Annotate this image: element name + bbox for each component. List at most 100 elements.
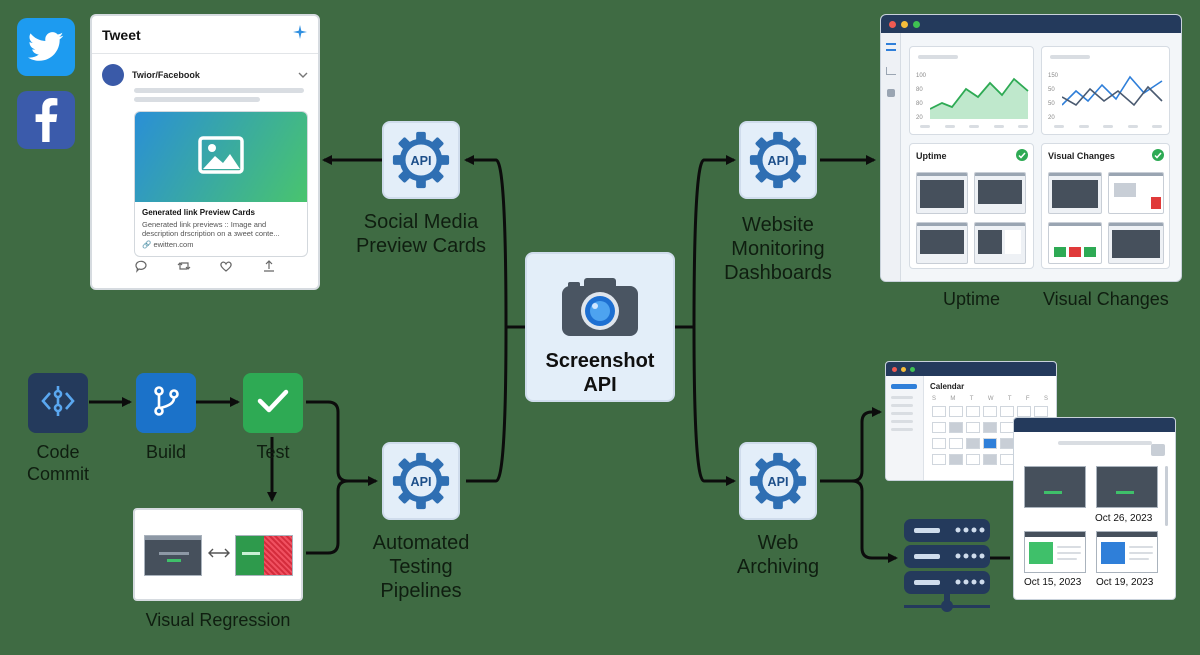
calendar-day-cell[interactable] [949, 422, 963, 433]
calendar-day-cell[interactable] [949, 454, 963, 465]
preview-title: Generated link Preview Cards [142, 208, 255, 217]
archive-scrollbar[interactable] [1165, 466, 1168, 526]
api-node-testing[interactable]: API [382, 442, 460, 520]
maximize-dot-icon[interactable] [910, 366, 915, 372]
label-line: Social Media [363, 211, 479, 233]
visual-regression-panel [133, 508, 303, 601]
link-icon: 🔗 [142, 240, 152, 249]
snapshot-date: Oct 15, 2023 [1024, 577, 1082, 588]
tweet-action-bar [92, 259, 318, 278]
label-line: Archiving [736, 556, 820, 578]
label-line: Testing [389, 556, 453, 578]
calendar-day-cell[interactable] [983, 438, 997, 449]
calendar-day-cell[interactable] [932, 422, 946, 433]
calendar-day-cell[interactable] [1000, 438, 1014, 449]
calendar-day-cell[interactable] [966, 454, 980, 465]
weekday: T [1007, 396, 1012, 402]
y-tick: 80 [916, 101, 923, 107]
tweet-header-title: Tweet [102, 26, 141, 43]
calendar-day-cell[interactable] [949, 438, 963, 449]
settings-icon[interactable] [887, 89, 895, 97]
tweet-account-name: Twior/Facebook [132, 70, 200, 80]
close-dot-icon[interactable] [892, 366, 897, 372]
reply-icon[interactable] [134, 259, 148, 278]
calendar-day-cell[interactable] [932, 454, 946, 465]
snapshot-date: Oct 19, 2023 [1096, 577, 1154, 588]
checkmark-icon [255, 386, 291, 421]
calendar-title: Calendar [930, 382, 965, 391]
build-step[interactable] [136, 373, 196, 433]
preview-link-text: ewitten.com [153, 240, 194, 249]
calendar-day-cell[interactable] [949, 406, 963, 417]
label-line: Monitoring [731, 238, 825, 260]
screenshot-api-hub[interactable]: Screenshot API [525, 252, 675, 402]
label-line: Web [757, 532, 799, 554]
calendar-day-cell[interactable] [1000, 406, 1014, 417]
y-tick: 20 [1048, 115, 1055, 121]
label-line: Preview Cards [355, 235, 487, 257]
y-tick: 150 [1048, 73, 1059, 79]
text-placeholder-line [134, 97, 260, 102]
archived-snapshot[interactable] [1024, 466, 1086, 508]
api-node-archiving[interactable]: API [739, 442, 817, 520]
calendar-day-cell[interactable] [966, 406, 980, 417]
link-preview-card[interactable]: Generated link Preview Cards Generated l… [134, 111, 308, 257]
gear-icon: API [392, 452, 450, 510]
weekday: W [987, 396, 994, 402]
api-node-monitoring[interactable]: API [739, 121, 817, 199]
window-title-bar [886, 362, 1056, 376]
window-title-bar [881, 15, 1181, 33]
calendar-day-cell[interactable] [932, 406, 946, 417]
maximize-dot-icon[interactable] [913, 20, 920, 28]
changes-thumbnail [1108, 222, 1164, 264]
sparkle-icon[interactable] [292, 24, 308, 45]
calendar-day-cell[interactable] [1034, 406, 1048, 417]
gear-icon: API [749, 131, 807, 189]
calendar-day-cell[interactable] [983, 422, 997, 433]
code-commit-step[interactable] [28, 373, 88, 433]
archived-snapshot[interactable] [1096, 531, 1158, 573]
visual-changes-panel: Visual Changes [1041, 143, 1170, 269]
monitoring-dashboard: 100 80 80 20 150 50 50 20 Uptime [880, 14, 1182, 282]
label-line: Code [36, 442, 80, 462]
archive-toolbar-icon[interactable] [1151, 444, 1165, 456]
calendar-day-cell[interactable] [1017, 406, 1031, 417]
changes-line-chart [1062, 75, 1163, 107]
api-node-social[interactable]: API [382, 121, 460, 199]
archived-snapshot[interactable] [1096, 466, 1158, 508]
calendar-day-cell[interactable] [966, 438, 980, 449]
retweet-icon[interactable] [177, 259, 191, 278]
like-icon[interactable] [219, 259, 233, 278]
chart-icon[interactable] [886, 67, 896, 75]
y-tick: 20 [916, 115, 923, 121]
uptime-line-chart [930, 77, 1029, 119]
node-label-testing: Automated Testing Pipelines [341, 531, 501, 603]
test-step[interactable] [243, 373, 303, 433]
calendar-day-cell[interactable] [983, 406, 997, 417]
label-line: Pipelines [380, 580, 462, 602]
share-icon[interactable] [262, 259, 276, 278]
archived-snapshot[interactable] [1024, 531, 1086, 573]
hub-title-line: API [583, 374, 617, 396]
twitter-logo-icon [17, 18, 75, 76]
calendar-day-cell[interactable] [1000, 422, 1014, 433]
visual-changes-caption: Visual Changes [1043, 289, 1169, 309]
weekday: S [932, 396, 937, 402]
weekday: S [1043, 396, 1048, 402]
minimize-dot-icon[interactable] [901, 366, 906, 372]
uptime-panel-title: Uptime [916, 151, 947, 161]
calendar-day-cell[interactable] [932, 438, 946, 449]
menu-icon[interactable] [886, 43, 896, 51]
close-dot-icon[interactable] [889, 20, 896, 28]
changes-chart-panel: 150 50 50 20 [1041, 46, 1170, 135]
y-tick: 50 [1048, 87, 1055, 93]
node-label-social: Social Media Preview Cards [341, 210, 501, 258]
calendar-day-cell[interactable] [983, 454, 997, 465]
calendar-day-cell[interactable] [1000, 454, 1014, 465]
chevron-down-icon[interactable] [298, 66, 308, 84]
calendar-day-cell[interactable] [966, 422, 980, 433]
y-tick: 50 [1048, 101, 1055, 107]
preview-description-line: description drscription on a зweet conte… [142, 229, 280, 238]
label-line: Website [742, 214, 814, 236]
minimize-dot-icon[interactable] [901, 20, 908, 28]
